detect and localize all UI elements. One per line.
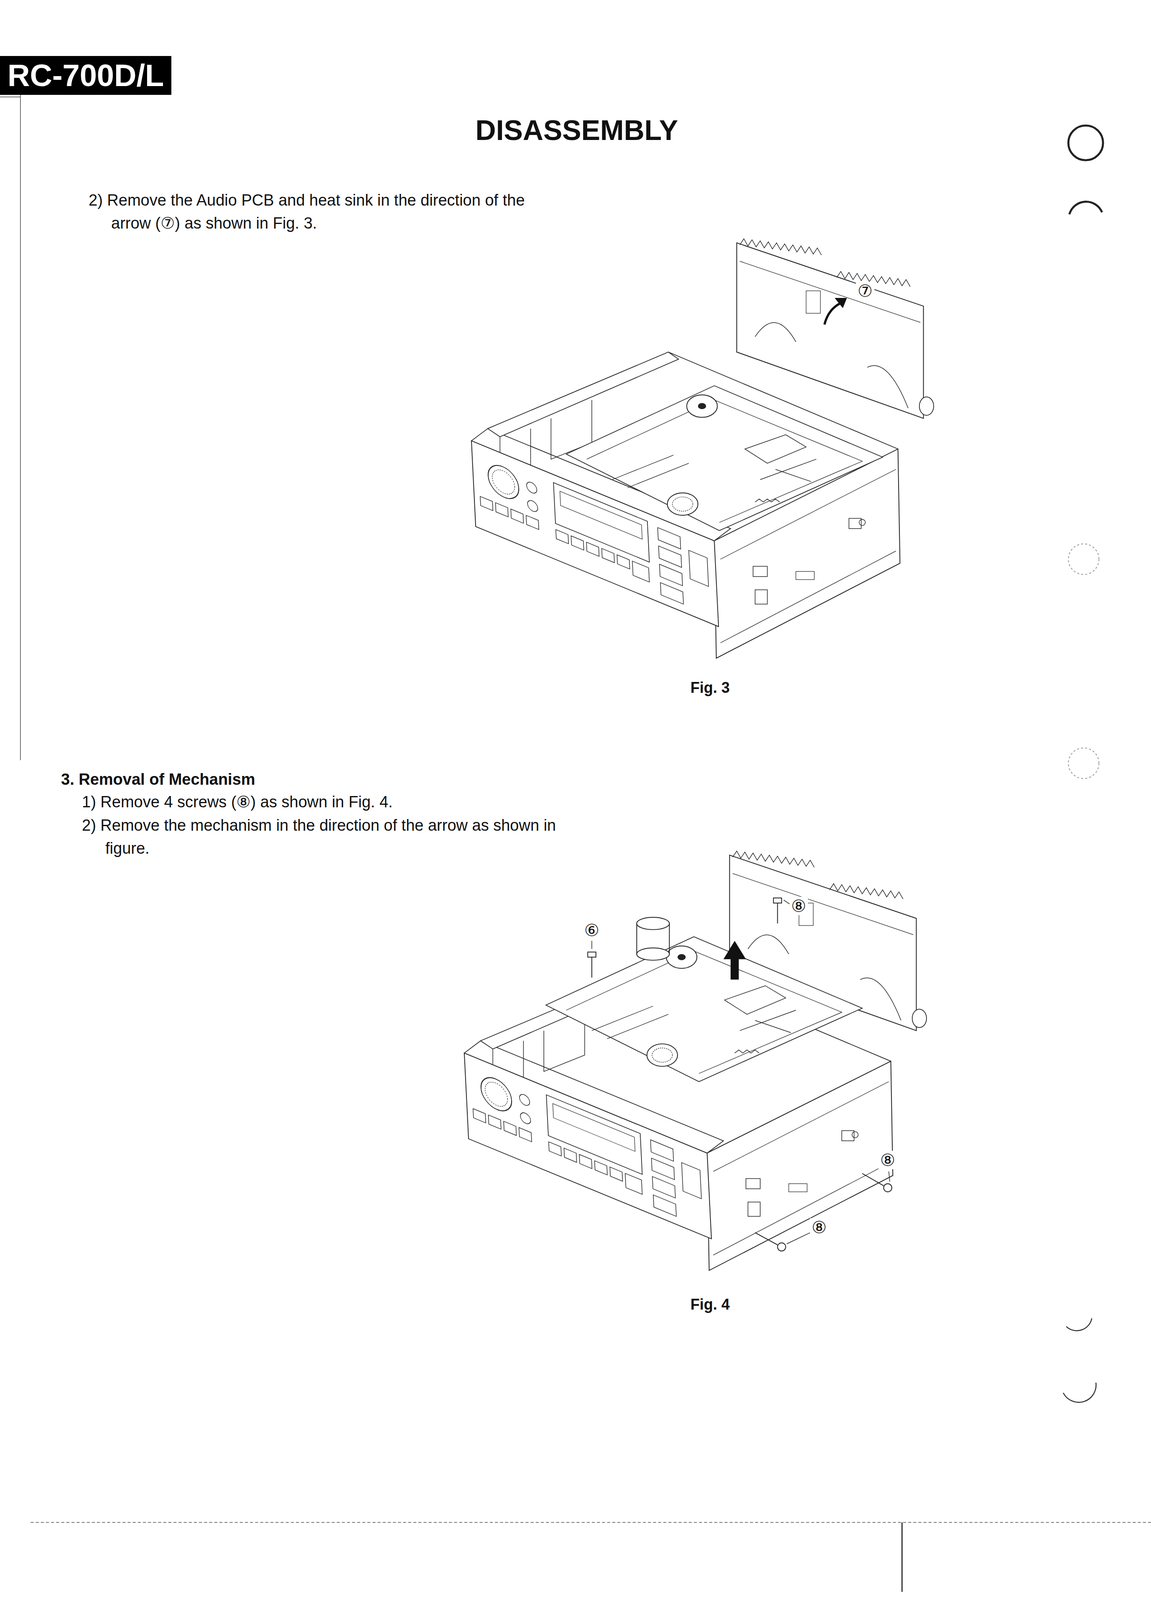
line-art (587, 898, 892, 1252)
page-edge-marks (0, 63, 1151, 1592)
page-title: DISASSEMBLY (475, 109, 679, 151)
line-art (591, 940, 592, 950)
line-art (636, 917, 670, 930)
line-art (1068, 544, 1099, 575)
line-art (888, 1171, 890, 1182)
line-art (1063, 1318, 1097, 1403)
line-art (786, 1232, 810, 1245)
instruction-step: 1) Remove 4 screws (⑧) as shown in Fig. … (81, 790, 542, 814)
line-art (862, 1173, 884, 1186)
line-art (591, 957, 593, 978)
section-heading: 3. Removal of Mechanism (61, 768, 256, 792)
callout-number: ⑥ (582, 921, 601, 940)
line-art (471, 351, 900, 659)
line-art (776, 903, 778, 924)
line-art (464, 851, 927, 1271)
line-art (545, 917, 863, 1082)
line-art (783, 900, 790, 905)
line-art (736, 238, 934, 419)
instruction-step: 2) Remove the mechanism in the direction… (81, 814, 557, 861)
line-art (773, 898, 782, 904)
fig3-illustration (471, 238, 934, 659)
figure-label: Fig. 3 (690, 677, 730, 699)
model-badge: RC-700D/L (0, 56, 172, 95)
line-art (824, 302, 843, 325)
line-art (566, 385, 883, 531)
line-art (777, 1242, 786, 1252)
line-art (883, 1184, 892, 1193)
line-art (587, 952, 596, 958)
line-art (834, 297, 847, 309)
line-art (20, 63, 21, 761)
line-art (755, 1232, 778, 1246)
line-art (1068, 125, 1103, 161)
line-art (636, 948, 670, 961)
callout-number: ⑧ (878, 1151, 897, 1170)
model-name: RC-700D/L (7, 58, 164, 93)
line-art (545, 937, 863, 1083)
instruction-step: 2) Remove the Audio PCB and heat sink in… (88, 188, 563, 235)
figure-label: Fig. 4 (690, 1293, 730, 1316)
line-art (0, 96, 21, 97)
line-art (1069, 201, 1103, 215)
fig4-illustration (464, 851, 927, 1271)
callout-number: ⑧ (809, 1218, 829, 1237)
line-art (901, 1522, 903, 1592)
line-art (591, 900, 890, 1245)
line-art (30, 1522, 1151, 1524)
line-art (723, 940, 747, 980)
line-art (1068, 748, 1099, 779)
callout-number: ⑦ (855, 281, 875, 301)
callout-number: ⑧ (789, 896, 808, 916)
